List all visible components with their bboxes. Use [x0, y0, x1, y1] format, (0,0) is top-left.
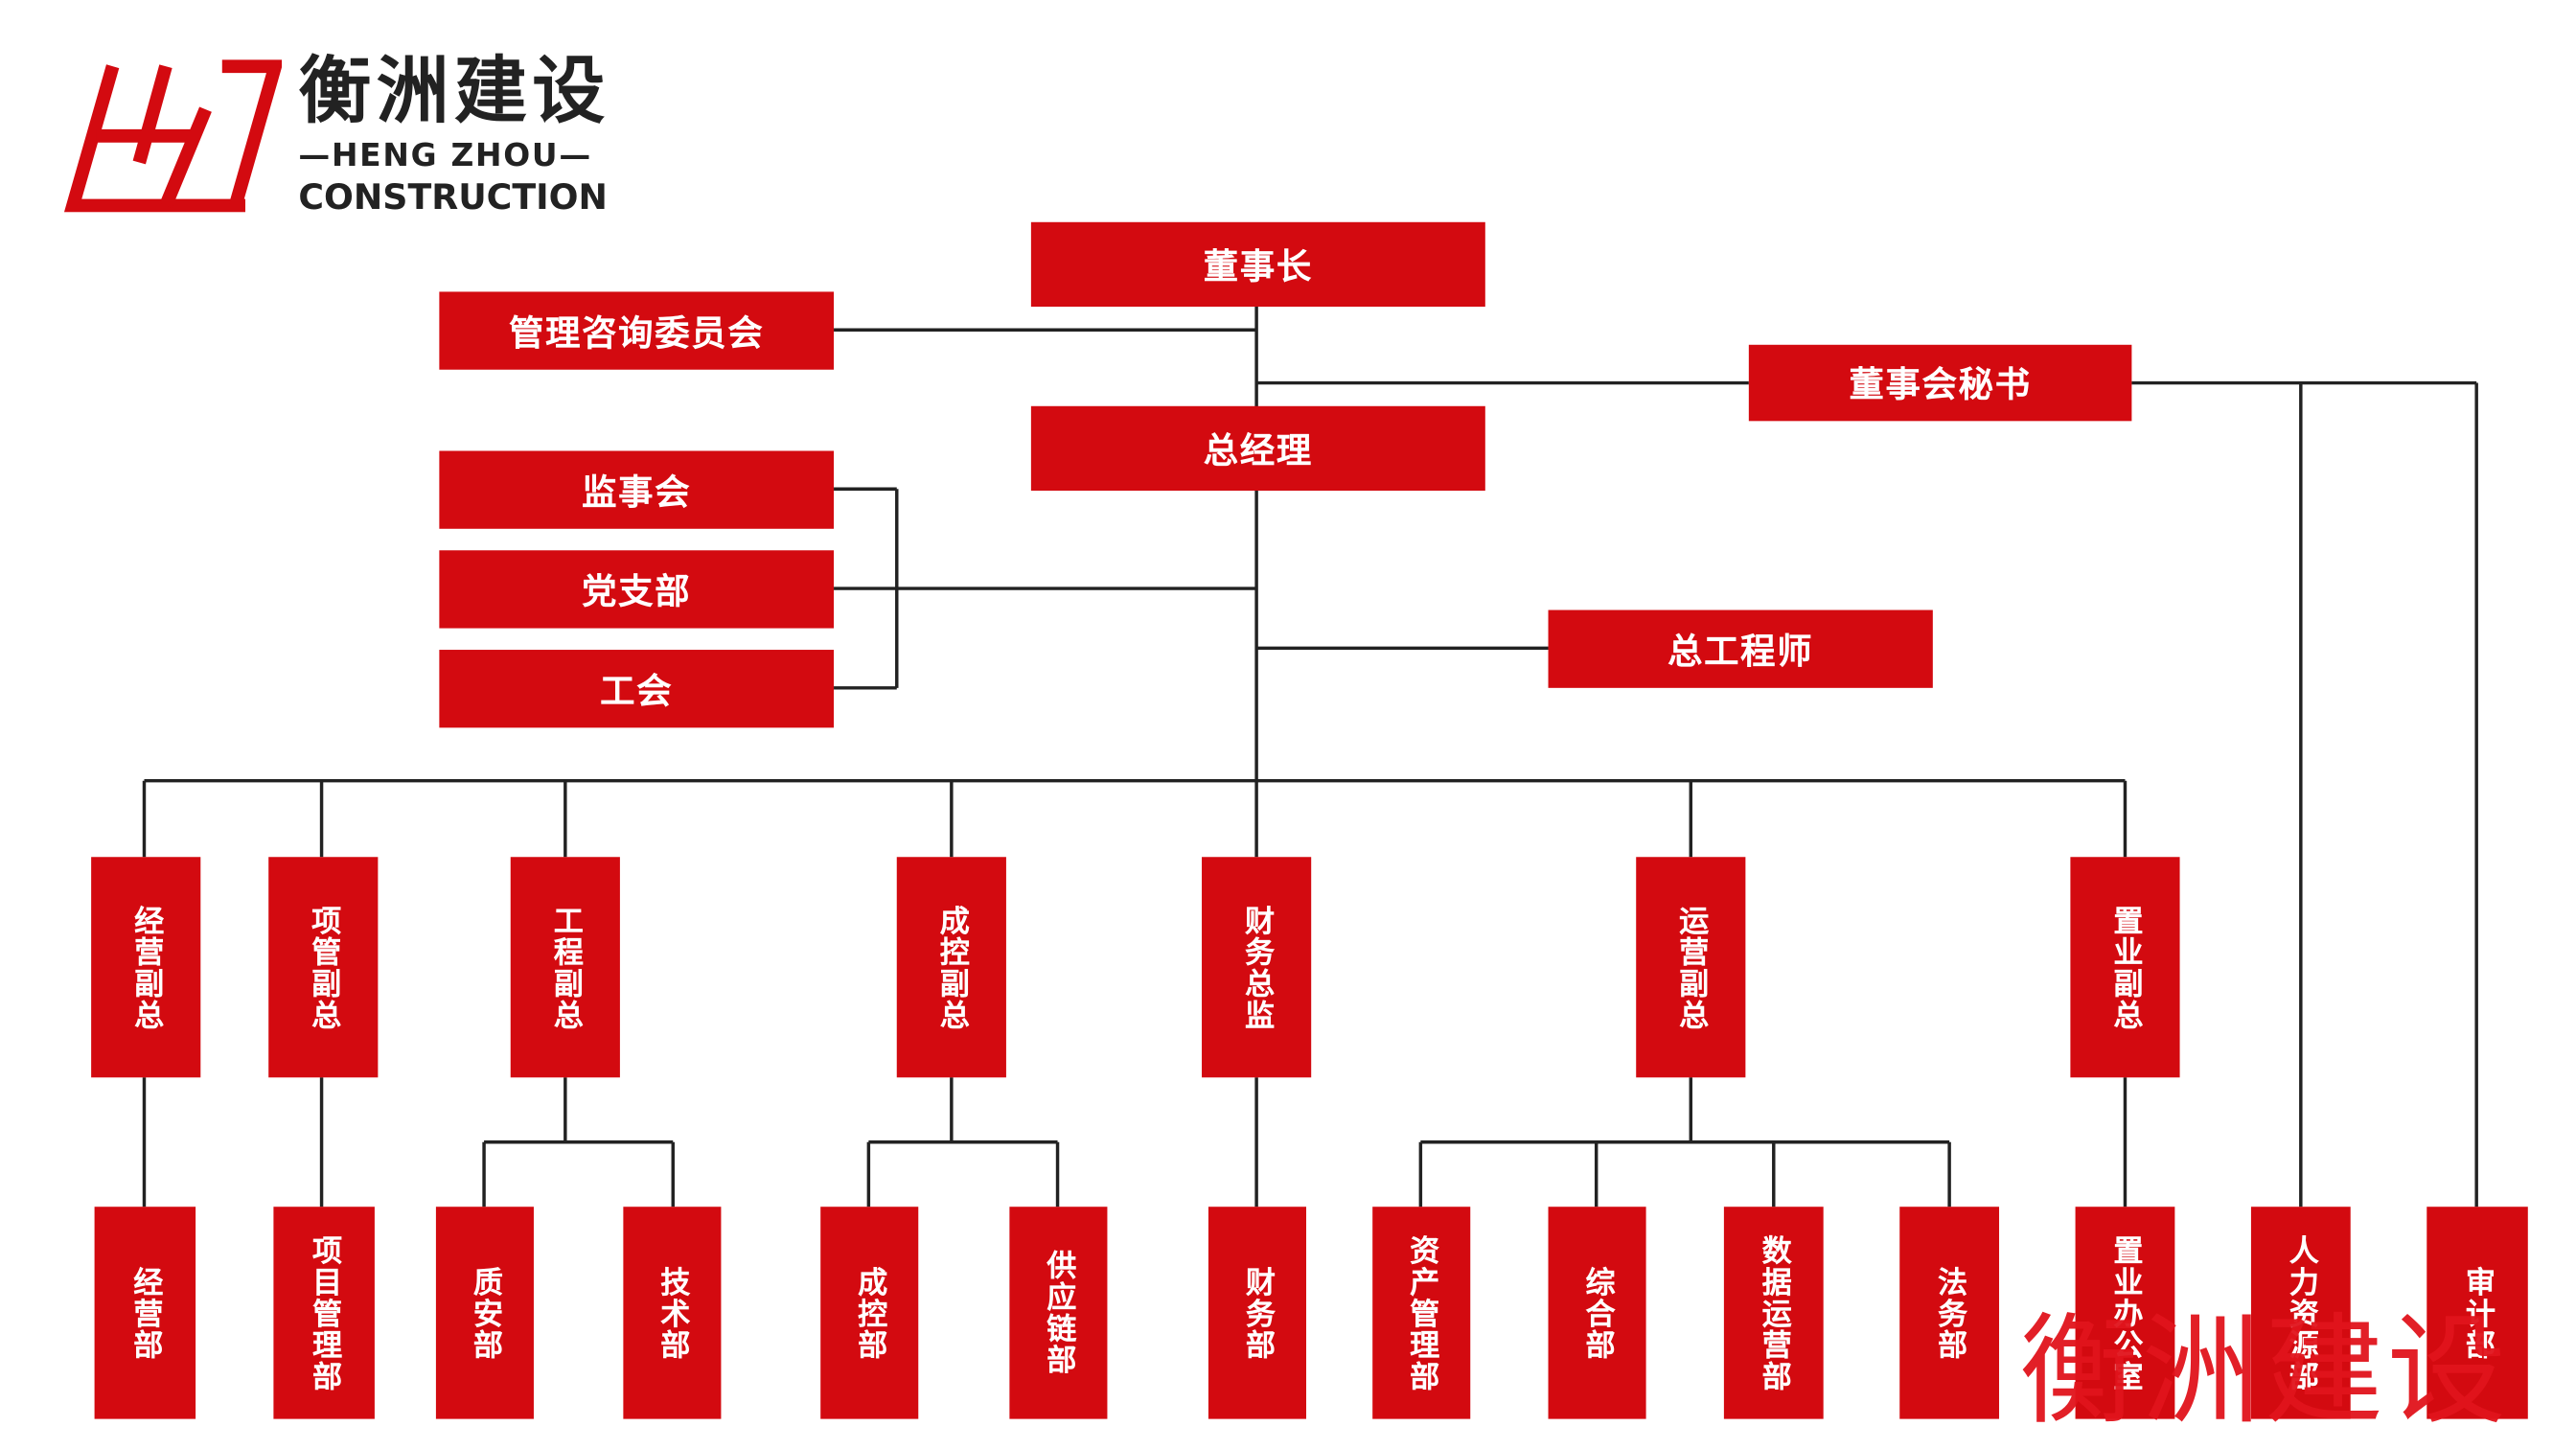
node-general-manager: 总经理 — [1030, 405, 1485, 491]
brand-name-en-top: —HENG ZHOU— — [298, 137, 592, 174]
node-vp-property: 置业副总 — [2070, 857, 2180, 1078]
node-dept-legal: 法务部 — [1899, 1207, 2000, 1419]
brand-name-cn: 衡洲建设 — [298, 49, 610, 135]
node-dept-business: 经营部 — [94, 1207, 196, 1419]
node-dept-asset-management: 资产管理部 — [1372, 1207, 1471, 1419]
node-dept-technology: 技术部 — [623, 1207, 722, 1419]
node-dept-cost-control: 成控部 — [820, 1207, 919, 1419]
logo-mark-icon — [63, 59, 283, 213]
node-chief-engineer: 总工程师 — [1548, 610, 1933, 688]
node-vp-operations: 运营副总 — [1636, 857, 1746, 1078]
node-dept-general-affairs: 综合部 — [1548, 1207, 1646, 1419]
node-labor-union: 工会 — [439, 650, 835, 728]
node-dept-audit: 审计部 — [2426, 1207, 2528, 1419]
node-vp-cost-control: 成控副总 — [896, 857, 1006, 1078]
brand-name-en-bottom: CONSTRUCTION — [298, 177, 608, 218]
node-dept-finance: 财务部 — [1208, 1207, 1307, 1419]
node-board-secretary: 董事会秘书 — [1748, 344, 2132, 422]
node-advisory-committee: 管理咨询委员会 — [439, 291, 835, 370]
node-dept-project-management: 项目管理部 — [273, 1207, 375, 1419]
node-cfo: 财务总监 — [1202, 857, 1312, 1078]
node-vp-business: 经营副总 — [91, 857, 201, 1078]
node-vp-engineering: 工程副总 — [510, 857, 620, 1078]
node-dept-property-office: 置业办公室 — [2075, 1207, 2175, 1419]
node-vp-project: 项管副总 — [268, 857, 379, 1078]
node-dept-human-resources: 人力资源部 — [2250, 1207, 2351, 1419]
node-dept-supply-chain: 供应链部 — [1009, 1207, 1108, 1419]
node-dept-data-operations: 数据运营部 — [1723, 1207, 1824, 1419]
node-dept-quality-safety: 质安部 — [435, 1207, 534, 1419]
watermark-text: 衡洲建设 — [2018, 1300, 2510, 1441]
node-chairman: 董事长 — [1030, 221, 1485, 307]
node-party-branch: 党支部 — [439, 550, 835, 629]
node-supervisory-board: 监事会 — [439, 450, 835, 529]
